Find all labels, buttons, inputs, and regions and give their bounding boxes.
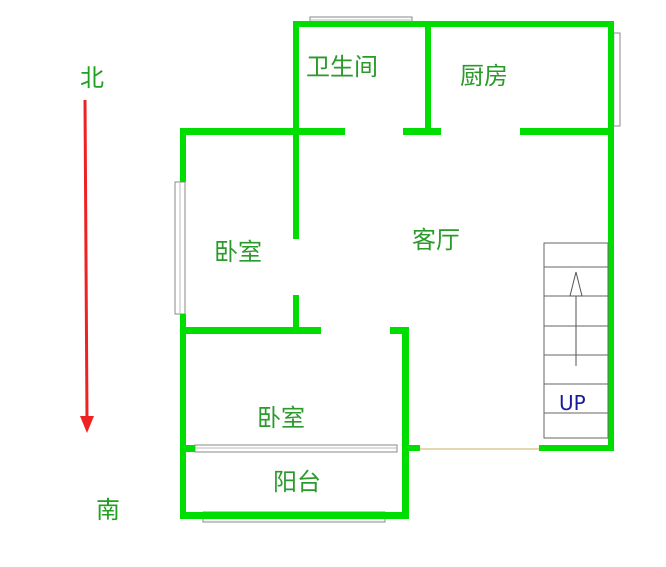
wall-bathroom-bottom-stub: [403, 128, 441, 135]
wall-bathroom-left: [293, 21, 299, 135]
room-label-bedroom-north: 卧室: [214, 238, 262, 266]
wall-east-stub: [402, 445, 420, 451]
wall-right: [608, 21, 614, 451]
wall-balcony-left: [180, 445, 195, 452]
wall-left-middle: [180, 314, 186, 516]
wall-bathroom-kitchen: [425, 21, 431, 135]
south-arrow: [80, 99, 94, 433]
wall-bedroom-south-right: [402, 327, 409, 517]
wall-bedroom-partition-lower: [293, 295, 299, 333]
stairs-arrow: [569, 271, 583, 366]
north-label: 北: [80, 64, 104, 92]
room-label-living-room: 客厅: [412, 226, 460, 254]
room-label-balcony: 阳台: [273, 468, 321, 496]
wall-north-bedroom-top: [180, 128, 345, 135]
wall-stub-right: [390, 327, 409, 334]
wall-bedroom-partition-upper: [293, 135, 299, 239]
wall-top: [293, 21, 614, 27]
wall-kitchen-bottom: [520, 128, 614, 135]
stairs-up-label: UP: [559, 391, 586, 415]
south-label: 南: [96, 496, 120, 524]
wall-bottom: [180, 512, 409, 519]
walls: [180, 21, 614, 519]
room-label-bathroom: 卫生间: [306, 53, 378, 81]
room-label-bedroom-south: 卧室: [257, 404, 305, 432]
wall-left-upper: [180, 128, 186, 182]
wall-bottom-right: [539, 445, 614, 451]
room-label-kitchen: 厨房: [460, 62, 508, 90]
wall-bedrooms-divider: [180, 327, 321, 334]
